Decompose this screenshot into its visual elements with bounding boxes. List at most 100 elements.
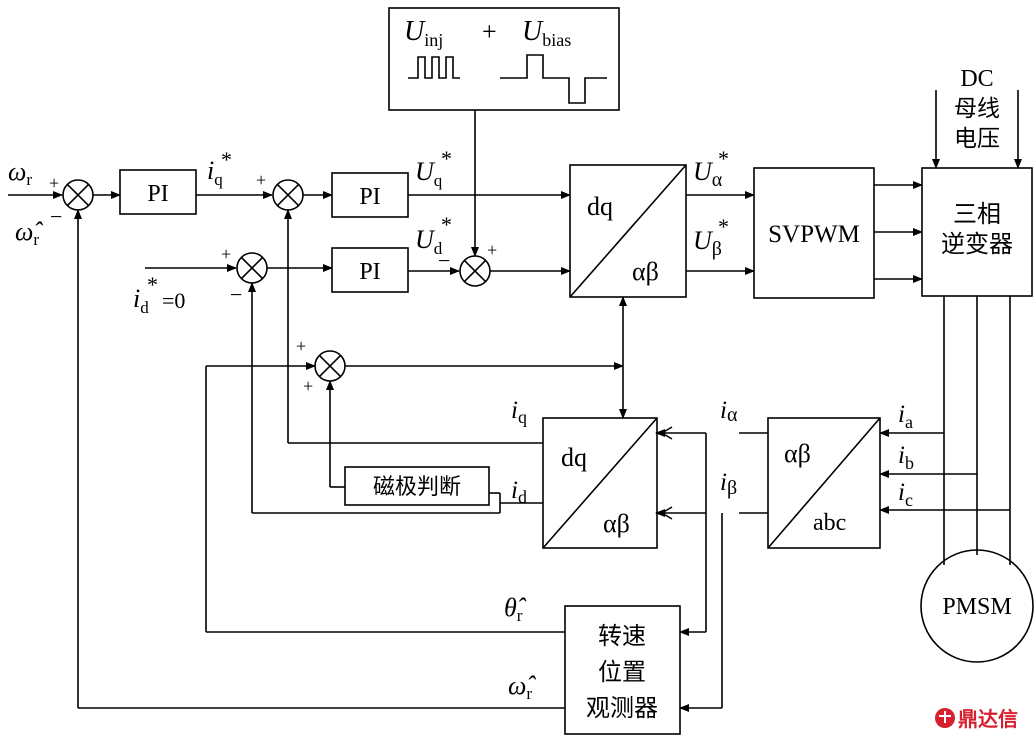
dc-bus-line1: DC [960,66,993,92]
id-ref-star: * [147,272,158,297]
ib-sub: b [905,453,914,473]
transform-bottom-block [542,417,658,549]
uq-ref-label: U [415,157,436,186]
svg-text:θ̂r: θ̂r [504,593,527,625]
pmsm-label: PMSM [942,594,1011,620]
clarke-top: αβ [784,439,811,468]
id-fb-sub: d [518,487,527,507]
ud-plus-sign: + [487,240,497,260]
ia-label: i [898,401,905,428]
watermark-text: 鼎达信 [958,707,1018,731]
svpwm-label: SVPWM [768,221,860,248]
id-minus-sign: − [230,282,242,307]
u-bias-label: U [522,16,544,47]
iq-ref-sub: q [214,170,223,189]
svg-text:id: id [133,284,149,317]
transform-top-ab: αβ [632,257,659,286]
ud-ref-label: U [415,225,436,254]
id-ref-value: =0 [162,288,185,313]
svg-text:Uq: Uq [415,157,443,190]
omega-fb-sub: r [33,230,39,249]
u-beta-sub: β [712,238,722,260]
angle-plus-bottom: + [303,376,313,396]
observer-line2: 位置 [598,658,646,686]
bias-waveform [500,54,607,104]
watermark: 鼎达信 [935,707,1018,731]
injection-signal-block [388,7,620,111]
magnetic-polarity-block [344,466,490,506]
ialpha-label: i [720,397,727,424]
omega-obs-label: ω̂ [508,671,536,700]
injection-plus: + [482,17,497,46]
svg-text:ω̂r: ω̂r [508,671,536,703]
svg-text:Uinj: Uinj [404,16,443,50]
ia-sub: a [905,412,913,432]
inverter-line2: 逆变器 [941,230,1013,258]
transform-top-block [569,164,687,298]
omega-ref-sub: r [26,170,32,189]
svg-text:ic: ic [898,479,913,510]
svg-text:iq: iq [511,397,527,427]
uq-ref-star: * [441,146,452,171]
iq-fb-sub: q [518,407,527,427]
ud-minus-sign: − [438,248,450,273]
angle-plus-top: + [296,336,306,356]
dc-bus-line3: 电压 [954,126,1000,152]
id-plus-sign: + [221,244,231,264]
iq-plus-sign: + [256,170,266,190]
iq-fb-label: i [511,397,518,424]
omega-ref-label: ω [8,157,26,186]
pi-q-label: PI [359,184,380,210]
pi-speed-block [119,169,197,215]
id-ref-sub: d [140,298,149,317]
ialpha-sub: α [727,404,738,426]
omega-fb-label: ω̂ [15,217,43,246]
ib-label: i [898,442,905,469]
svg-text:Ud: Ud [415,225,443,258]
iq-ref-star: * [221,147,232,172]
u-bias-sub: bias [542,30,571,50]
iq-ref-label: i [207,156,214,185]
svg-text:ia: ia [898,401,913,432]
speed-minus-sign: − [50,204,62,229]
magnetic-polarity-label: 磁极判断 [373,475,461,500]
ud-ref-sub: d [434,239,443,258]
observer-line3: 观测器 [586,694,658,722]
svg-text:ib: ib [898,442,914,473]
pmsm-motor [920,549,1034,663]
svg-text:Uα: Uα [693,157,723,191]
theta-label: θ̂ [504,593,527,622]
clarke-block [767,417,881,549]
id-ref-label: i [133,284,140,313]
id-fb-label: i [511,477,518,504]
injection-waveform [408,56,460,79]
ud-ref-star: * [441,212,452,237]
dc-bus-line2: 母线 [954,96,1000,122]
u-alpha-label: U [693,157,714,186]
ibeta-label: i [720,469,727,496]
svg-text:id: id [511,477,527,507]
inverter-line1: 三相 [953,200,1001,228]
uq-ref-sub: q [434,171,443,190]
u-beta-star: * [718,214,729,239]
svpwm-block [753,167,875,299]
transform-bottom-ab: αβ [603,509,630,538]
ic-sub: c [905,490,913,510]
ibeta-sub: β [727,477,737,499]
clarke-bottom: abc [813,510,846,536]
pi-d-block [331,247,409,293]
svg-text:Uβ: Uβ [693,226,722,260]
theta-sub: r [517,606,523,625]
svg-text:Ubias: Ubias [522,16,571,50]
ic-label: i [898,479,905,506]
svg-text:iq: iq [207,156,223,189]
transform-bottom-dq: dq [561,443,587,472]
u-beta-label: U [693,226,714,255]
pi-d-label: PI [359,259,380,285]
svg-text:iβ: iβ [720,469,737,499]
u-inj-label: U [404,16,426,47]
u-inj-sub: inj [424,30,443,50]
speed-plus-sign: + [49,173,59,193]
svg-text:iα: iα [720,397,738,426]
